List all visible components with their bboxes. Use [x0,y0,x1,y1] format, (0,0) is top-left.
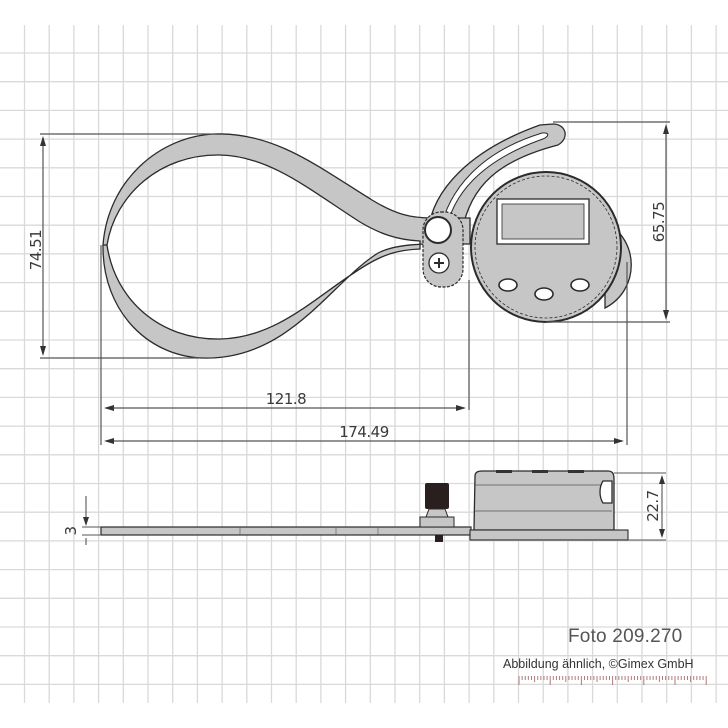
button-right [570,278,590,292]
dim-height-right: 65.75 [650,202,668,242]
clamp-knob [425,483,449,509]
dim-length-pivot: 121.8 [266,390,306,408]
arm-side [100,526,472,536]
button-left [498,278,518,292]
grid [0,25,728,703]
copyright-note: Abbildung ähnlich, ©Gimex GmbH [503,657,694,671]
dimensions-top [40,121,670,445]
dim-total-length: 174.49 [339,423,389,441]
scale-ruler [518,676,707,685]
dim-height-left: 74.51 [27,230,45,270]
dim-arm-thickness: 3 [62,526,80,535]
photo-number: Foto 209.270 [568,626,683,647]
dimensions-side [82,472,666,545]
dim-gauge-height: 22.7 [644,490,662,521]
caliper-top-view [102,123,632,359]
arc-guide [427,123,566,233]
gauge-side [473,470,615,531]
pivot-circle [424,216,452,244]
caliper-side-view [100,470,629,542]
button-middle [534,287,554,301]
